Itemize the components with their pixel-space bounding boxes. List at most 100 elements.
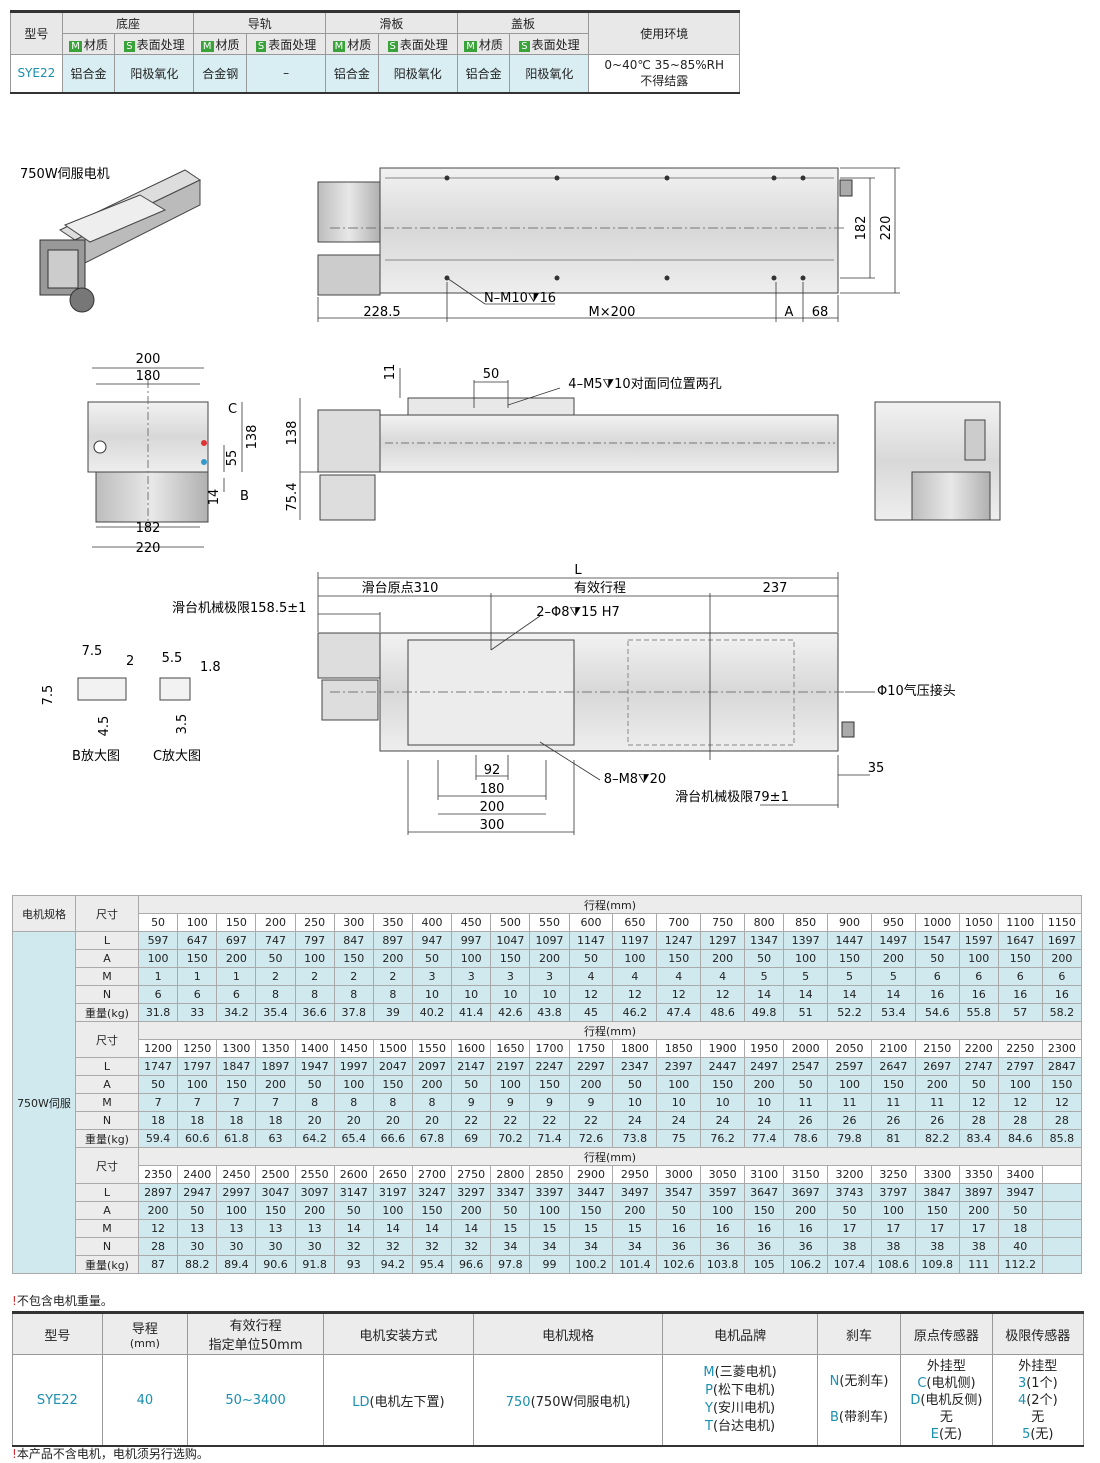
table-cell: 67.8 (411, 1129, 453, 1148)
table-cell: 200 (137, 1201, 179, 1220)
table-cell: 100 (177, 1075, 218, 1094)
table-cell: 1897 (255, 1057, 296, 1076)
table-cell: 89.4 (216, 1255, 257, 1274)
table-cell: 2397 (656, 1057, 702, 1076)
stroke-value: 1200 (137, 1039, 179, 1058)
table-cell: 10 (656, 1093, 702, 1112)
table-cell: 50 (744, 949, 785, 968)
table-cell: 20 (411, 1111, 453, 1130)
table-cell: 4 (656, 967, 702, 986)
order-table: 型号 导程(mm) 有效行程指定单位50mm 电机安装方式 电机规格 电机品牌 … (12, 1311, 1085, 1447)
table-cell: 100.2 (568, 1255, 614, 1274)
table-cell: 3743 (827, 1183, 872, 1202)
table-cell: 30 (255, 1237, 296, 1256)
table-cell: 28 (1041, 1111, 1083, 1130)
table-cell: 47.4 (656, 1003, 702, 1022)
stroke-value: 700 (656, 913, 702, 932)
table-cell: 15 (568, 1219, 614, 1238)
table-cell: 22 (529, 1111, 570, 1130)
stroke-value: 2150 (914, 1039, 960, 1058)
table-cell: 200 (255, 1075, 296, 1094)
svg-text:180: 180 (136, 369, 161, 384)
empty-cell (1041, 1165, 1083, 1184)
table-cell: 3697 (783, 1183, 829, 1202)
table-cell: 5 (827, 967, 872, 986)
stroke-value: 3100 (744, 1165, 785, 1184)
stroke-value: 2050 (827, 1039, 872, 1058)
col-cover: 盖板 (456, 10, 590, 34)
table-cell: 32 (451, 1237, 492, 1256)
order-lead: 40 (101, 1354, 189, 1447)
table-cell: 32 (333, 1237, 374, 1256)
table-cell: 9 (568, 1093, 614, 1112)
svg-text:75.4: 75.4 (285, 483, 300, 512)
table-cell: 30 (177, 1237, 218, 1256)
svg-text:55: 55 (225, 450, 240, 467)
stroke-value: 2400 (177, 1165, 218, 1184)
stroke-value: 2650 (372, 1165, 413, 1184)
table-cell: 16 (744, 1219, 785, 1238)
table-cell: 150 (827, 949, 872, 968)
table-cell: 100 (870, 1201, 916, 1220)
table-cell: 200 (216, 949, 257, 968)
stroke-value: 1050 (958, 913, 999, 932)
table-cell: 1 (177, 967, 218, 986)
row-label: A (75, 949, 139, 968)
stroke-value: 1150 (1041, 913, 1083, 932)
table-cell: 2 (333, 967, 374, 986)
stroke-value: 3400 (997, 1165, 1043, 1184)
table-cell: 100 (216, 1201, 257, 1220)
table-cell: 30 (294, 1237, 335, 1256)
table-cell: 1647 (997, 931, 1043, 950)
stroke-value: 1950 (744, 1039, 785, 1058)
stroke-value: 2800 (490, 1165, 531, 1184)
table-cell: 36.6 (294, 1003, 335, 1022)
table-cell: 50 (783, 1075, 829, 1094)
stroke-value: 350 (372, 913, 413, 932)
table-cell: 1197 (612, 931, 658, 950)
stroke-value: 2700 (411, 1165, 453, 1184)
table-cell: 8 (294, 985, 335, 1004)
table-cell: 2 (255, 967, 296, 986)
svg-text:237: 237 (763, 581, 788, 596)
svg-text:5.5: 5.5 (162, 651, 183, 666)
table-cell: 96.6 (451, 1255, 492, 1274)
table-cell: 50 (333, 1201, 374, 1220)
col-env: 使用环境 (588, 10, 740, 55)
stroke-value: 850 (783, 913, 829, 932)
table-cell: 106.2 (783, 1255, 829, 1274)
svg-text:有效行程: 有效行程 (574, 581, 626, 596)
table-cell: 2097 (411, 1057, 453, 1076)
table-cell: 32 (372, 1237, 413, 1256)
dim-a: A (785, 305, 794, 320)
table-cell: 1 (216, 967, 257, 986)
table-cell: 150 (216, 1075, 257, 1094)
table-cell: 100 (700, 1201, 746, 1220)
stroke-value: 2900 (568, 1165, 614, 1184)
stroke-value: 1550 (411, 1039, 453, 1058)
table-cell: 24 (612, 1111, 658, 1130)
svg-text:14: 14 (207, 489, 222, 506)
table-cell: 24 (656, 1111, 702, 1130)
stroke-value: 1650 (490, 1039, 531, 1058)
table-cell: 16 (700, 1219, 746, 1238)
table-cell: 37.8 (333, 1003, 374, 1022)
col-limit: 极限传感器 (991, 1311, 1085, 1355)
table-cell: 14 (827, 985, 872, 1004)
table-cell: 3 (529, 967, 570, 986)
table-cell: 6 (177, 985, 218, 1004)
slider-material: 铝合金 (325, 54, 379, 94)
order-origin: 外挂型 C(电机侧) D(电机反侧) 无 E(无) (900, 1354, 993, 1447)
table-cell: 65.4 (333, 1129, 374, 1148)
table-cell: 200 (568, 1075, 614, 1094)
stroke-value: 1300 (216, 1039, 257, 1058)
table-cell: 150 (914, 1201, 960, 1220)
table-cell: 100 (827, 1075, 872, 1094)
side-view: 11 50 4–M5⧩10对面同位置两孔 138 75.4 (285, 364, 839, 521)
